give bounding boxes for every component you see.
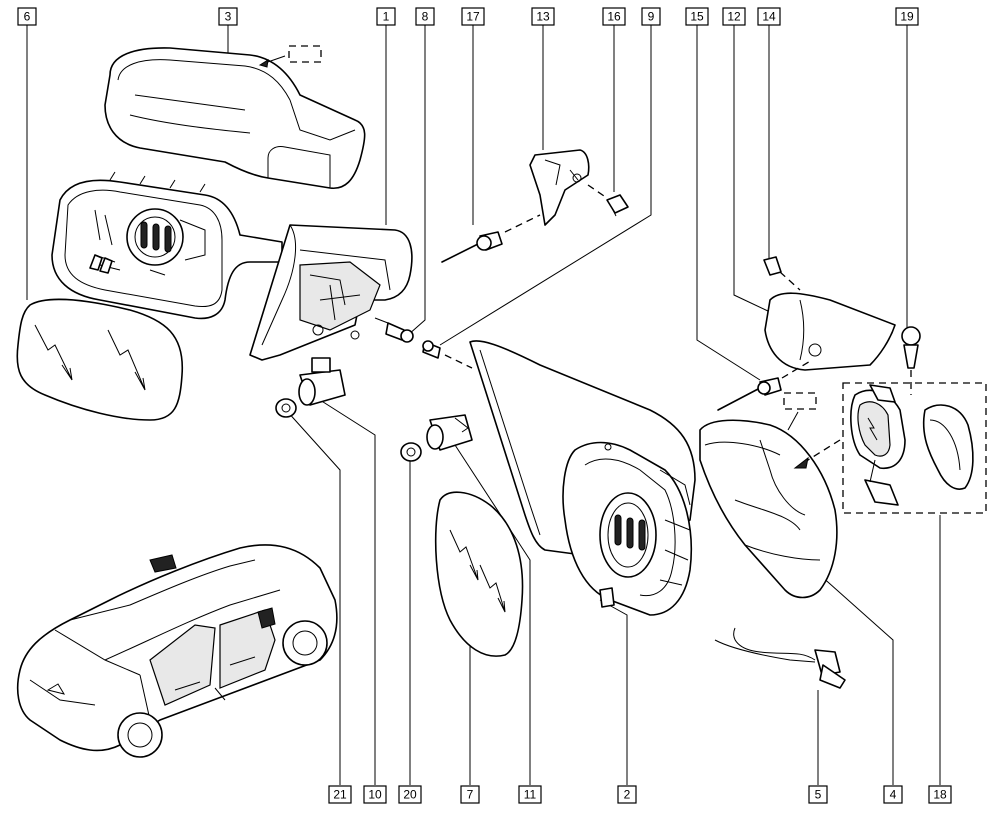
- svg-text:16: 16: [607, 10, 621, 24]
- callout-20: 20: [398, 785, 422, 804]
- bracket-part-13: [529, 149, 590, 226]
- screw-part-9: [422, 340, 473, 369]
- outer-shell-part-4: [699, 392, 841, 599]
- callout-12: 12: [722, 7, 746, 26]
- svg-text:19: 19: [900, 10, 914, 24]
- callout-9: 9: [641, 7, 661, 26]
- mirror-glass-part-7: [434, 491, 524, 657]
- svg-text:4: 4: [890, 788, 897, 802]
- cover-part-12: [764, 292, 896, 371]
- svg-text:3: 3: [225, 10, 232, 24]
- callout-2: 2: [617, 785, 637, 804]
- screw-part-8: [374, 317, 414, 343]
- leader-lines: [26, 25, 941, 785]
- callout-11: 11: [518, 785, 542, 804]
- clip-part-16: [587, 184, 629, 217]
- callout-21: 21: [328, 785, 352, 804]
- svg-text:12: 12: [727, 10, 741, 24]
- mirror-glass-part-6: [16, 298, 184, 421]
- callout-14: 14: [757, 7, 781, 26]
- cable-harness-part-5: [714, 627, 846, 689]
- callout-16: 16: [602, 7, 626, 26]
- svg-text:7: 7: [467, 788, 474, 802]
- svg-text:1: 1: [383, 10, 390, 24]
- mirror-housing-part-1: [249, 224, 413, 361]
- callout-17: 17: [461, 7, 485, 26]
- callout-18: 18: [928, 785, 952, 804]
- svg-text:5: 5: [815, 788, 822, 802]
- washer-part-20: [400, 442, 422, 462]
- svg-text:6: 6: [24, 10, 31, 24]
- callout-10: 10: [363, 785, 387, 804]
- callout-4: 4: [883, 785, 903, 804]
- callout-15: 15: [685, 7, 709, 26]
- callout-5: 5: [808, 785, 828, 804]
- svg-text:17: 17: [466, 10, 480, 24]
- washer-part-21: [275, 398, 297, 418]
- mirror-back-plate: [51, 171, 283, 320]
- callout-1: 1: [376, 7, 396, 26]
- svg-text:18: 18: [933, 788, 947, 802]
- rivet-part-15: [717, 359, 813, 411]
- rivet-part-17: [441, 214, 541, 263]
- callout-19: 19: [895, 7, 919, 26]
- svg-text:9: 9: [648, 10, 655, 24]
- screw-part-19: [901, 326, 921, 395]
- callout-3: 3: [218, 7, 238, 26]
- indicator-group-part-18: [842, 382, 987, 514]
- callout-6: 6: [17, 7, 37, 26]
- adjuster-motor-part-2: [562, 441, 693, 616]
- connector-part-11: [426, 414, 473, 451]
- clip-part-14: [763, 256, 801, 291]
- svg-text:20: 20: [403, 788, 417, 802]
- mirror-cap-part-3: [104, 45, 366, 189]
- car-locator-illustration: [16, 544, 338, 758]
- svg-text:10: 10: [368, 788, 382, 802]
- svg-text:14: 14: [762, 10, 776, 24]
- callout-13: 13: [531, 7, 555, 26]
- svg-text:13: 13: [536, 10, 550, 24]
- svg-text:21: 21: [333, 788, 347, 802]
- svg-text:15: 15: [690, 10, 704, 24]
- svg-text:8: 8: [422, 10, 429, 24]
- connector-part-10: [298, 357, 346, 406]
- svg-text:11: 11: [524, 788, 537, 802]
- callout-7: 7: [460, 785, 480, 804]
- callout-8: 8: [415, 7, 435, 26]
- svg-text:2: 2: [624, 788, 631, 802]
